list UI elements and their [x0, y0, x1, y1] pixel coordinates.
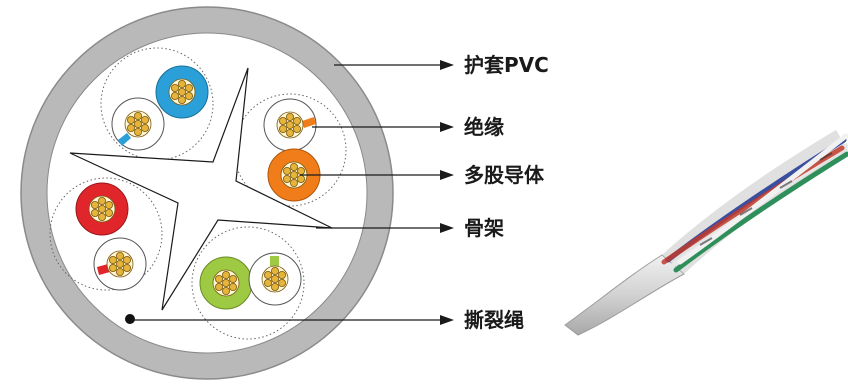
pair-blue	[111, 65, 209, 151]
callout-lines	[132, 64, 440, 321]
label-sheath-pvc: 护套PVC	[464, 53, 549, 77]
label-ripcord: 撕裂绳	[464, 308, 524, 332]
pair-red	[75, 182, 147, 291]
label-spline: 骨架	[464, 216, 504, 240]
cross-spline	[69, 67, 333, 311]
ripcord-dot-icon	[125, 314, 135, 324]
pair-green	[199, 252, 302, 310]
label-insulation: 绝缘	[464, 115, 504, 139]
pair-boundary-bottom	[191, 226, 305, 340]
arrow-right-icon	[440, 60, 454, 325]
pair-boundary-left	[49, 177, 163, 291]
pair-boundary-right	[233, 93, 347, 207]
pair-boundary-top-left	[100, 47, 214, 161]
label-stranded-conductor: 多股导体	[464, 163, 544, 187]
pair-orange	[263, 98, 321, 202]
cable-photo	[564, 130, 848, 336]
